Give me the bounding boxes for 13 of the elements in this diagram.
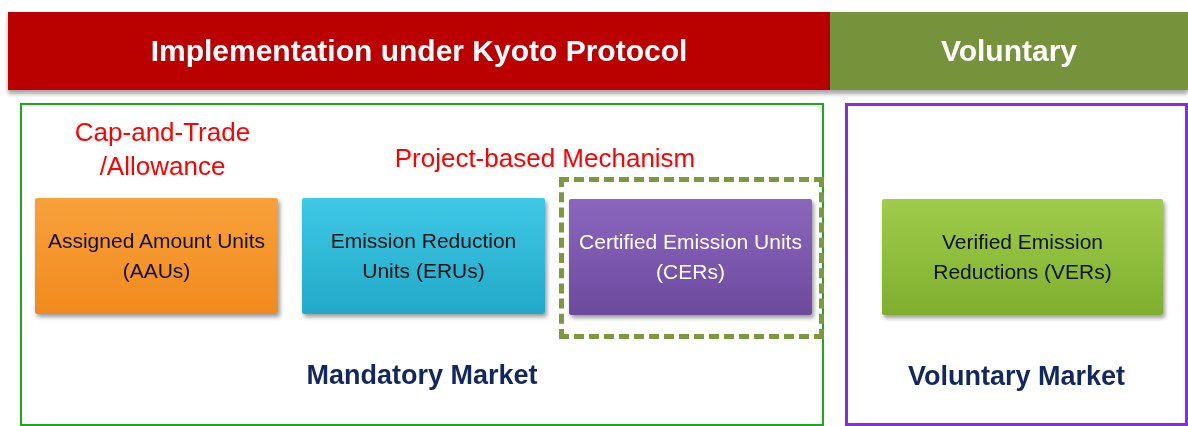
header-band: Voluntary bbox=[830, 12, 1188, 90]
market-panel bbox=[20, 103, 824, 426]
header-band: Implementation under Kyoto Protocol bbox=[8, 12, 830, 90]
category-heading: Cap-and-Trade /Allowance bbox=[73, 116, 252, 183]
unit-box: Emission Reduction Units (ERUs) bbox=[302, 198, 545, 314]
dashed-frame bbox=[559, 177, 824, 339]
market-title: Mandatory Market bbox=[305, 360, 539, 391]
market-title: Voluntary Market bbox=[906, 361, 1127, 392]
unit-box: Verified Emission Reductions (VERs) bbox=[882, 199, 1163, 315]
category-heading: Project-based Mechanism bbox=[393, 142, 697, 175]
market-panel bbox=[845, 103, 1188, 426]
unit-box: Certified Emission Units (CERs) bbox=[569, 199, 812, 315]
unit-box: Assigned Amount Units (AAUs) bbox=[35, 198, 278, 314]
